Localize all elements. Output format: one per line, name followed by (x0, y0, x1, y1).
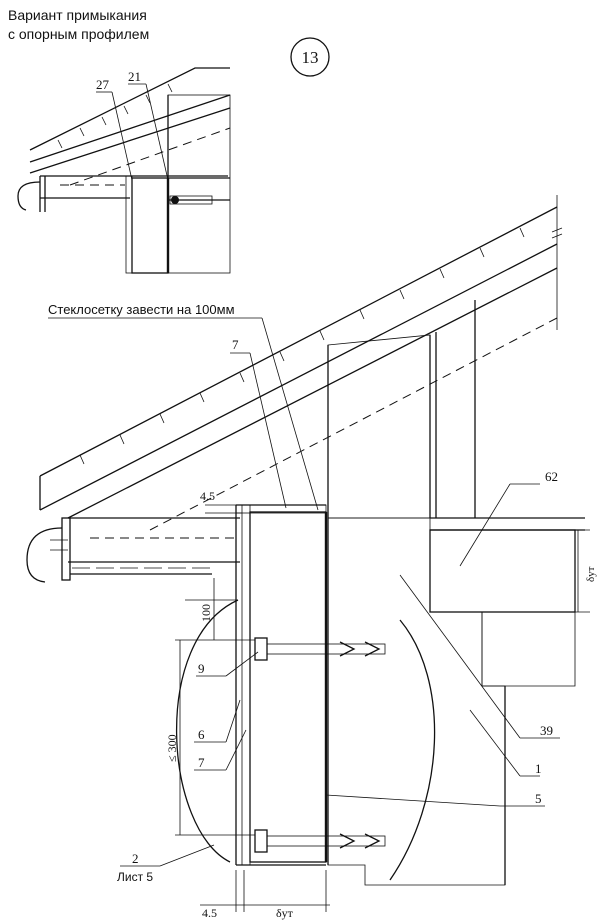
dimension-bottom-gap: 4.5 (202, 906, 217, 920)
facade-insulation (249, 511, 327, 863)
title-line-1: Вариант примыкания (8, 7, 147, 23)
dimension-insulation-bottom: δут (276, 906, 294, 920)
callout-9: 9 (198, 661, 205, 676)
detail-arc-left (175, 599, 239, 863)
callout-2-sheet: Лист 5 (117, 870, 153, 884)
floor-slab (481, 611, 576, 687)
dimension-insulation-right: δут (585, 566, 597, 582)
callout-7-top: 7 (232, 337, 239, 352)
callout-62: 62 (545, 469, 558, 484)
anchor-lower (254, 829, 386, 853)
title-line-2: с опорным профилем (8, 26, 149, 42)
dimension-top-gap: 4.5 (200, 489, 215, 503)
floor-insulation (429, 529, 576, 613)
callout-5: 5 (535, 791, 542, 806)
callout-2: 2 (132, 851, 139, 866)
node-number-circle (290, 37, 330, 77)
callout-27: 27 (96, 77, 110, 92)
callout-39: 39 (540, 723, 553, 738)
wall-upper (327, 334, 431, 519)
dimension-100: 100 (199, 604, 213, 622)
main-detail (26, 195, 590, 912)
callout-6: 6 (198, 727, 205, 742)
detail-arc-right (389, 619, 436, 881)
anchor-upper (254, 637, 386, 661)
callout-7-left: 7 (198, 755, 205, 770)
node-number: 13 (302, 48, 319, 67)
variant-detail: 27 21 (17, 67, 231, 274)
dimension-300: ≤ 300 (165, 734, 179, 762)
callout-21: 21 (128, 69, 141, 84)
mesh-note: Стеклосетку завести на 100мм (48, 302, 235, 317)
callout-1: 1 (535, 761, 542, 776)
